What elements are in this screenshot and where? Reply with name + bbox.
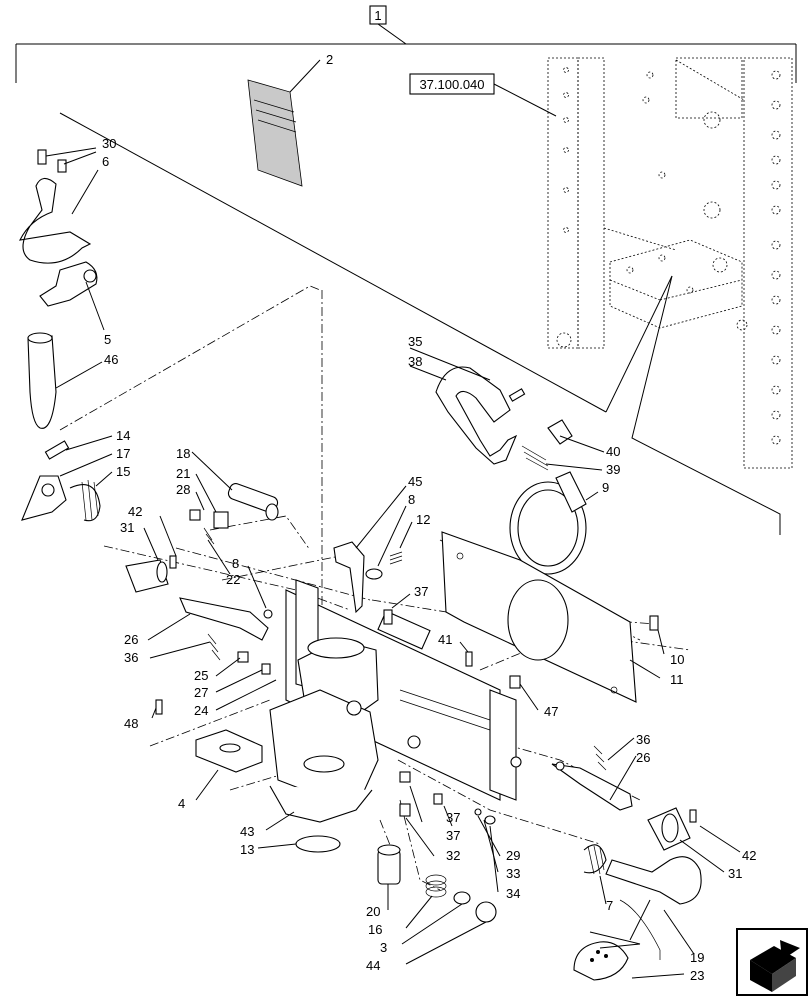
callout-19: 19: [690, 950, 704, 965]
callout-17: 17: [116, 446, 130, 461]
callout-15: 15: [116, 464, 130, 479]
callout-12: 12: [416, 512, 430, 527]
callout-41: 41: [438, 632, 452, 647]
callout-35: 35: [408, 334, 422, 349]
callout-36-left: 36: [124, 650, 138, 665]
reference-code: 37.100.040: [419, 77, 484, 92]
bottom-center-parts: [377, 771, 501, 965]
callout-37-low: 37: [446, 828, 460, 843]
callout-45: 45: [408, 474, 422, 489]
callout-29: 29: [506, 848, 520, 863]
callout-2: 2: [326, 52, 333, 67]
callout-8-left: 8: [232, 556, 239, 571]
hook-cover-parts: [19, 147, 105, 429]
callout-33: 33: [506, 866, 520, 881]
next-page-arrow-icon[interactable]: [736, 928, 808, 996]
callout-30: 30: [102, 136, 116, 151]
callout-26-left: 26: [124, 632, 138, 647]
lower-left-parts: [151, 699, 341, 853]
callout-20: 20: [366, 904, 380, 919]
callout-labels: 2 30 6 5 46 14 17 15 18 21 28 22 42 31 8…: [102, 52, 756, 983]
callout-4: 4: [178, 796, 185, 811]
latch-top-parts: [333, 485, 539, 711]
callout-18: 18: [176, 446, 190, 461]
callout-38: 38: [408, 354, 422, 369]
callout-5: 5: [104, 332, 111, 347]
latch-spring-parts: [21, 435, 113, 522]
callout-39: 39: [606, 462, 620, 477]
callout-9: 9: [602, 480, 609, 495]
manual-booklet: [247, 59, 321, 187]
callout-32: 32: [446, 848, 460, 863]
centerlines: [59, 285, 691, 891]
callout-14: 14: [116, 428, 130, 443]
callout-21: 21: [176, 466, 190, 481]
callout-36-right: 36: [636, 732, 650, 747]
right-lower-parts: [551, 737, 741, 981]
callout-13: 13: [240, 842, 254, 857]
callout-assembly: 1: [374, 8, 381, 23]
callout-34: 34: [506, 886, 520, 901]
callout-31-right: 31: [728, 866, 742, 881]
callout-44: 44: [366, 958, 380, 973]
callout-26-right: 26: [636, 750, 650, 765]
callout-28: 28: [176, 482, 190, 497]
hitch-body: [269, 579, 522, 823]
callout-37-mid: 37: [446, 810, 460, 825]
divider-line: [59, 112, 607, 413]
callout-31-left: 31: [120, 520, 134, 535]
left-small-parts: [125, 451, 279, 711]
callout-8-right: 8: [408, 492, 415, 507]
callout-16: 16: [368, 922, 382, 937]
callout-3: 3: [380, 940, 387, 955]
callout-10: 10: [670, 652, 684, 667]
callout-48: 48: [124, 716, 138, 731]
callout-40: 40: [606, 444, 620, 459]
callout-43: 43: [240, 824, 254, 839]
callout-46: 46: [104, 352, 118, 367]
callout-6: 6: [102, 154, 109, 169]
callout-7: 7: [606, 898, 613, 913]
callout-37-top: 37: [414, 584, 428, 599]
callout-42-right: 42: [742, 848, 756, 863]
callout-47: 47: [544, 704, 558, 719]
callout-42-left: 42: [128, 504, 142, 519]
callout-27: 27: [194, 685, 208, 700]
callout-25: 25: [194, 668, 208, 683]
reference-frame: 37.100.040: [409, 57, 793, 469]
callout-22: 22: [226, 572, 240, 587]
handle-and-plate-parts: [409, 347, 665, 703]
callout-23: 23: [690, 968, 704, 983]
callout-11: 11: [670, 672, 684, 687]
assembly-bracket: 1: [15, 5, 797, 83]
callout-24: 24: [194, 703, 208, 718]
